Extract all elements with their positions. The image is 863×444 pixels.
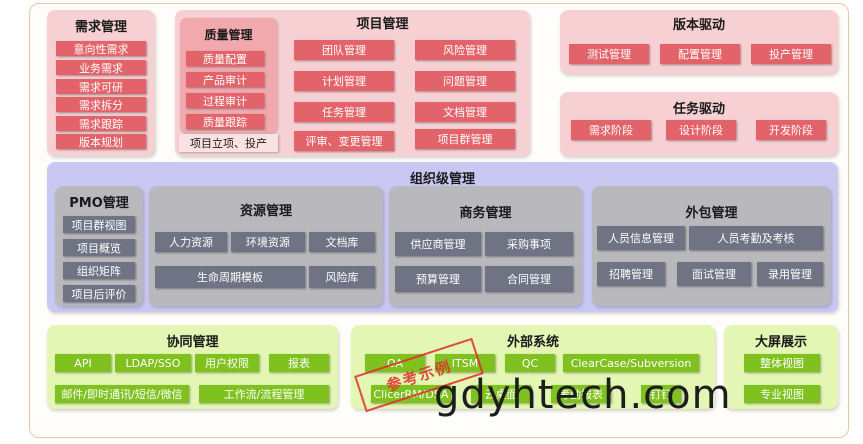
outsource-item[interactable]: 人员考勤及考核 — [689, 226, 823, 250]
business-item[interactable]: 合同管理 — [485, 266, 573, 292]
task-title: 任务驱动 — [672, 102, 725, 117]
quality-item[interactable]: 质量跟踪 — [186, 114, 264, 129]
outsource-item[interactable]: 录用管理 — [757, 262, 823, 286]
version-title: 版本驱动 — [672, 18, 725, 33]
project-title: 项目管理 — [356, 17, 409, 32]
resource-item[interactable]: 人力资源 — [155, 232, 227, 252]
site-watermark: gdyhtech.com — [434, 372, 732, 418]
screen-item[interactable]: 专业视图 — [744, 385, 820, 403]
resource-item[interactable]: 文档库 — [309, 232, 375, 252]
org-title: 组织级管理 — [409, 172, 475, 187]
collab-item[interactable]: LDAP/SSO — [115, 354, 191, 372]
pmo-item[interactable]: 项目群视图 — [63, 216, 135, 233]
business-title: 商务管理 — [459, 206, 512, 221]
resource-item[interactable]: 生命周期模板 — [155, 266, 305, 288]
demand-item[interactable]: 需求拆分 — [56, 97, 146, 112]
quality-item[interactable]: 质量配置 — [186, 51, 264, 66]
collab-item[interactable]: API — [55, 354, 111, 372]
project-item[interactable]: 任务管理 — [294, 102, 394, 122]
external-item[interactable]: ClearCase/Subversion — [563, 354, 699, 372]
demand-item[interactable]: 需求跟踪 — [56, 116, 146, 131]
screen-panel: 大屏展示 整体视图 专业视图 — [724, 325, 838, 409]
outsource-title: 外包管理 — [685, 206, 738, 221]
collab-panel: 协同管理 API LDAP/SSO 用户权限 报表 邮件/即时通讯/短信/微信 … — [47, 325, 338, 409]
collab-item[interactable]: 工作流/流程管理 — [199, 385, 329, 403]
outsource-item[interactable]: 面试管理 — [677, 262, 751, 286]
external-item[interactable]: 云桌面 — [471, 385, 531, 403]
version-panel: 版本驱动 测试管理 配置管理 投产管理 — [560, 10, 838, 74]
demand-item[interactable]: 需求可研 — [56, 79, 146, 94]
task-panel: 任务驱动 需求阶段 设计阶段 开发阶段 — [560, 92, 838, 156]
pmo-panel: PMO管理 项目群视图 项目概览 组织矩阵 项目后评价 — [55, 186, 143, 306]
quality-title: 质量管理 — [204, 28, 253, 42]
pmo-title: PMO管理 — [69, 196, 129, 211]
outsource-panel: 外包管理 人员信息管理 人员考勤及考核 招聘管理 面试管理 录用管理 — [592, 186, 831, 306]
business-item[interactable]: 供应商管理 — [395, 232, 481, 256]
pmo-item[interactable]: 项目概览 — [63, 239, 135, 256]
outsource-item[interactable]: 招聘管理 — [597, 262, 665, 286]
quality-subpanel: 质量管理 质量配置 产品审计 过程审计 质量跟踪 — [180, 18, 277, 133]
demand-panel: 需求管理 意向性需求 业务需求 需求可研 需求拆分 需求跟踪 版本规划 — [47, 10, 155, 156]
demand-title: 需求管理 — [74, 20, 127, 35]
org-panel: 组织级管理 PMO管理 项目群视图 项目概览 组织矩阵 项目后评价 资源管理 人… — [47, 162, 838, 312]
demand-item[interactable]: 版本规划 — [56, 134, 146, 149]
project-item[interactable]: 问题管理 — [415, 71, 515, 91]
external-item[interactable]: 钉钉 — [641, 385, 681, 403]
task-item[interactable]: 开发阶段 — [756, 120, 826, 140]
demand-item[interactable]: 业务需求 — [56, 60, 146, 75]
outsource-item[interactable]: 人员信息管理 — [597, 226, 685, 250]
external-title: 外部系统 — [506, 335, 559, 350]
external-panel: 外部系统 OA ITSM QC ClearCase/Subversion Cli… — [351, 325, 715, 409]
business-panel: 商务管理 供应商管理 采购事项 预算管理 合同管理 — [389, 186, 582, 306]
project-item[interactable]: 计划管理 — [294, 71, 394, 91]
resource-item[interactable]: 环境资源 — [231, 232, 305, 252]
resource-item[interactable]: 风险库 — [309, 266, 375, 288]
project-item[interactable]: 评审、变更管理 — [294, 131, 394, 151]
project-item[interactable]: 文档管理 — [415, 102, 515, 122]
screen-item[interactable]: 整体视图 — [744, 354, 820, 372]
resource-panel: 资源管理 人力资源 环境资源 文档库 生命周期模板 风险库 — [149, 186, 383, 306]
version-item[interactable]: 测试管理 — [569, 44, 649, 64]
business-item[interactable]: 采购事项 — [485, 232, 573, 256]
external-item[interactable]: OA — [365, 354, 425, 372]
project-panel: 项目管理 质量管理 质量配置 产品审计 过程审计 质量跟踪 项目立项、投产 团队… — [175, 10, 530, 156]
project-item[interactable]: 项目群管理 — [415, 129, 515, 149]
resource-title: 资源管理 — [239, 204, 292, 219]
demand-item[interactable]: 意向性需求 — [56, 41, 146, 56]
pmo-item[interactable]: 项目后评价 — [63, 285, 135, 302]
project-item[interactable]: 风险管理 — [415, 40, 515, 60]
quality-item[interactable]: 过程审计 — [186, 93, 264, 108]
project-item[interactable]: 团队管理 — [294, 40, 394, 60]
collab-item[interactable]: 邮件/即时通讯/短信/微信 — [55, 385, 189, 403]
collab-title: 协同管理 — [166, 335, 219, 350]
version-item[interactable]: 投产管理 — [751, 44, 831, 64]
business-item[interactable]: 预算管理 — [395, 266, 481, 292]
task-item[interactable]: 需求阶段 — [571, 120, 651, 140]
quality-item[interactable]: 产品审计 — [186, 72, 264, 87]
external-item[interactable]: ClicerRM/DSA — [371, 385, 451, 403]
collab-item[interactable]: 报表 — [269, 354, 329, 372]
external-item[interactable]: ITSM — [435, 354, 495, 372]
pmo-item[interactable]: 组织矩阵 — [63, 262, 135, 279]
collab-item[interactable]: 用户权限 — [195, 354, 259, 372]
screen-title: 大屏展示 — [754, 335, 807, 350]
project-initiation[interactable]: 项目立项、投产 — [179, 134, 278, 152]
external-item[interactable]: 考勤报表 — [551, 385, 611, 403]
version-item[interactable]: 配置管理 — [660, 44, 740, 64]
external-item[interactable]: QC — [505, 354, 555, 372]
task-item[interactable]: 设计阶段 — [666, 120, 736, 140]
